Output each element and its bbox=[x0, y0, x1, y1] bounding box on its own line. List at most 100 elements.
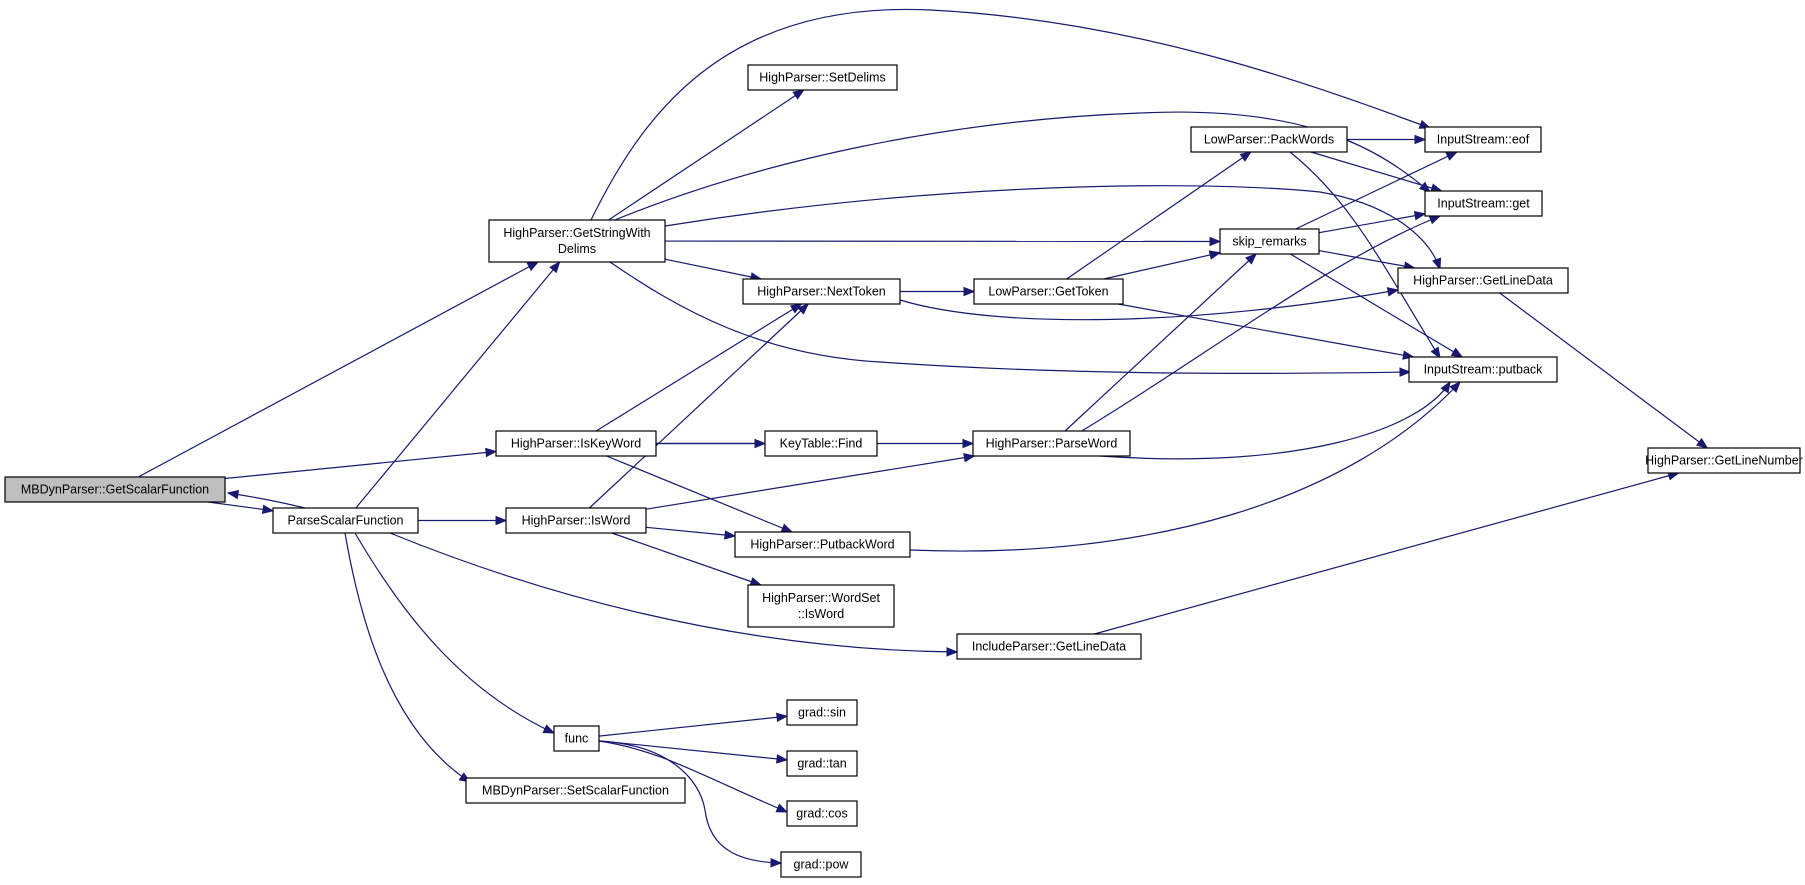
function-node-box bbox=[495, 430, 657, 457]
call-edge-getStringWithDelims-to-getLineData bbox=[664, 185, 1442, 271]
function-node-box bbox=[747, 584, 895, 628]
call-edge-parseScalarFunction-to-getStringWithDelims bbox=[355, 260, 561, 509]
function-node-box bbox=[742, 278, 901, 305]
call-edge-func-to-gradPow bbox=[598, 740, 783, 868]
call-edge-getScalarFunction-to-parseScalarFunction bbox=[207, 501, 275, 515]
function-node-box bbox=[786, 699, 858, 726]
function-node-label: HighParser::GetLineData bbox=[1413, 274, 1553, 288]
function-node-parseWord[interactable]: HighParser::ParseWord bbox=[972, 430, 1131, 457]
function-node-gradTan[interactable]: grad::tan bbox=[786, 750, 858, 777]
call-edges bbox=[137, 8, 1709, 868]
call-edge-getStringWithDelims-to-putback bbox=[609, 261, 1412, 377]
call-edge-func-to-gradTan bbox=[598, 740, 789, 764]
function-node-box bbox=[1397, 267, 1569, 294]
function-node-box bbox=[956, 633, 1142, 660]
function-node-label: grad::pow bbox=[794, 858, 850, 872]
function-node-getScalarFunction[interactable]: MBDynParser::GetScalarFunction bbox=[4, 476, 226, 503]
call-edge-skipRemarks-to-putback bbox=[1290, 253, 1464, 358]
function-node-box bbox=[1424, 126, 1542, 153]
function-node-label: HighParser::GetLineNumber bbox=[1645, 454, 1803, 468]
function-node-includeGetLineData[interactable]: IncludeParser::GetLineData bbox=[956, 633, 1142, 660]
call-edge-nextToken-to-getToken bbox=[900, 286, 976, 297]
function-node-eof[interactable]: InputStream::eof bbox=[1424, 126, 1542, 153]
call-edge-isWord-to-putbackWord bbox=[645, 526, 737, 540]
call-edge-isWord-to-nextToken bbox=[588, 303, 810, 509]
call-edge-getStringWithDelims-to-setDelims bbox=[608, 89, 805, 221]
function-node-setDelims[interactable]: HighParser::SetDelims bbox=[747, 64, 898, 91]
function-node-setScalarFunction[interactable]: MBDynParser::SetScalarFunction bbox=[465, 777, 686, 804]
function-node-label: grad::tan bbox=[797, 757, 846, 771]
function-node-label: KeyTable::Find bbox=[780, 437, 863, 451]
call-edge-skipRemarks-to-getLineData bbox=[1318, 249, 1416, 271]
function-node-box bbox=[1219, 228, 1320, 255]
function-node-box bbox=[1424, 190, 1543, 217]
function-node-label: MBDynParser::SetScalarFunction bbox=[482, 784, 669, 798]
function-node-label: HighParser::IsWord bbox=[522, 514, 631, 528]
call-edge-getScalarFunction-to-getStringWithDelims bbox=[137, 261, 540, 478]
function-node-box bbox=[786, 750, 858, 777]
function-node-keyTableFind[interactable]: KeyTable::Find bbox=[764, 430, 878, 457]
function-node-getLineData[interactable]: HighParser::GetLineData bbox=[1397, 267, 1569, 294]
call-edge-getToken-to-packWords bbox=[1066, 151, 1252, 280]
function-node-box bbox=[553, 725, 600, 752]
call-edge-parseWord-to-skipRemarks bbox=[1064, 253, 1257, 432]
function-node-getLineNumber[interactable]: HighParser::GetLineNumber bbox=[1645, 447, 1803, 474]
function-node-box bbox=[1647, 447, 1801, 474]
function-node-label: InputStream::eof bbox=[1437, 133, 1530, 147]
function-node-label: InputStream::putback bbox=[1424, 363, 1544, 377]
function-node-label: grad::cos bbox=[796, 807, 847, 821]
function-node-label: LowParser::GetToken bbox=[988, 285, 1108, 299]
call-edge-isKeyWord-to-nextToken bbox=[595, 303, 803, 432]
function-node-box bbox=[780, 851, 862, 878]
function-node-gradPow[interactable]: grad::pow bbox=[780, 851, 862, 878]
call-edge-parseScalarFunction-to-func bbox=[354, 532, 556, 734]
function-node-box bbox=[465, 777, 686, 804]
call-edge-getLineData-to-getLineNumber bbox=[1499, 292, 1709, 449]
call-edge-parseScalarFunction-to-isWord bbox=[418, 515, 508, 526]
call-edge-packWords-to-putback bbox=[1289, 151, 1441, 360]
function-node-label: IncludeParser::GetLineData bbox=[972, 640, 1126, 654]
function-node-gradCos[interactable]: grad::cos bbox=[786, 800, 858, 827]
function-node-label: HighParser::WordSet bbox=[762, 591, 880, 605]
function-node-label: MBDynParser::GetScalarFunction bbox=[21, 483, 209, 497]
function-node-wordSetIsWord[interactable]: HighParser::WordSet::IsWord bbox=[747, 584, 895, 628]
function-node-get[interactable]: InputStream::get bbox=[1424, 190, 1543, 217]
function-node-box bbox=[972, 430, 1131, 457]
function-node-parseScalarFunction[interactable]: ParseScalarFunction bbox=[272, 507, 419, 534]
function-node-gradSin[interactable]: grad::sin bbox=[786, 699, 858, 726]
function-node-box bbox=[786, 800, 858, 827]
function-node-box bbox=[734, 531, 911, 558]
function-node-packWords[interactable]: LowParser::PackWords bbox=[1190, 126, 1348, 153]
function-node-skipRemarks[interactable]: skip_remarks bbox=[1219, 228, 1320, 255]
function-node-isWord[interactable]: HighParser::IsWord bbox=[505, 507, 647, 534]
call-edge-func-to-gradSin bbox=[598, 712, 789, 737]
function-node-box bbox=[1408, 356, 1558, 383]
function-node-putback[interactable]: InputStream::putback bbox=[1408, 356, 1558, 383]
call-edge-parseWord-to-putback bbox=[1099, 380, 1451, 460]
function-node-label: ParseScalarFunction bbox=[287, 514, 403, 528]
function-node-func[interactable]: func bbox=[553, 725, 600, 752]
function-node-putbackWord[interactable]: HighParser::PutbackWord bbox=[734, 531, 911, 558]
function-node-label: HighParser::NextToken bbox=[757, 285, 886, 299]
function-node-nextToken[interactable]: HighParser::NextToken bbox=[742, 278, 901, 305]
function-nodes: MBDynParser::GetScalarFunctionParseScala… bbox=[4, 64, 1803, 878]
function-node-box bbox=[272, 507, 419, 534]
call-edge-nextToken-to-getLineData bbox=[899, 287, 1400, 321]
call-edge-includeGetLineData-to-getLineNumber bbox=[1094, 471, 1680, 635]
function-node-label: LowParser::PackWords bbox=[1204, 133, 1334, 147]
function-node-isKeyWord[interactable]: HighParser::IsKeyWord bbox=[495, 430, 657, 457]
function-node-box bbox=[505, 507, 647, 534]
call-edge-getStringWithDelims-to-skipRemarks bbox=[664, 236, 1222, 247]
function-node-label: skip_remarks bbox=[1232, 235, 1306, 249]
function-node-getToken[interactable]: LowParser::GetToken bbox=[973, 278, 1124, 305]
function-node-box bbox=[747, 64, 898, 91]
function-node-label: func bbox=[565, 732, 589, 746]
call-edge-func-to-gradCos bbox=[598, 740, 789, 813]
function-node-label: HighParser::PutbackWord bbox=[750, 538, 894, 552]
function-node-box bbox=[488, 219, 666, 263]
function-node-label: InputStream::get bbox=[1437, 197, 1530, 211]
function-node-box bbox=[764, 430, 878, 457]
call-edge-putbackWord-to-putback bbox=[909, 381, 1461, 552]
function-node-label: ::IsWord bbox=[798, 607, 844, 621]
